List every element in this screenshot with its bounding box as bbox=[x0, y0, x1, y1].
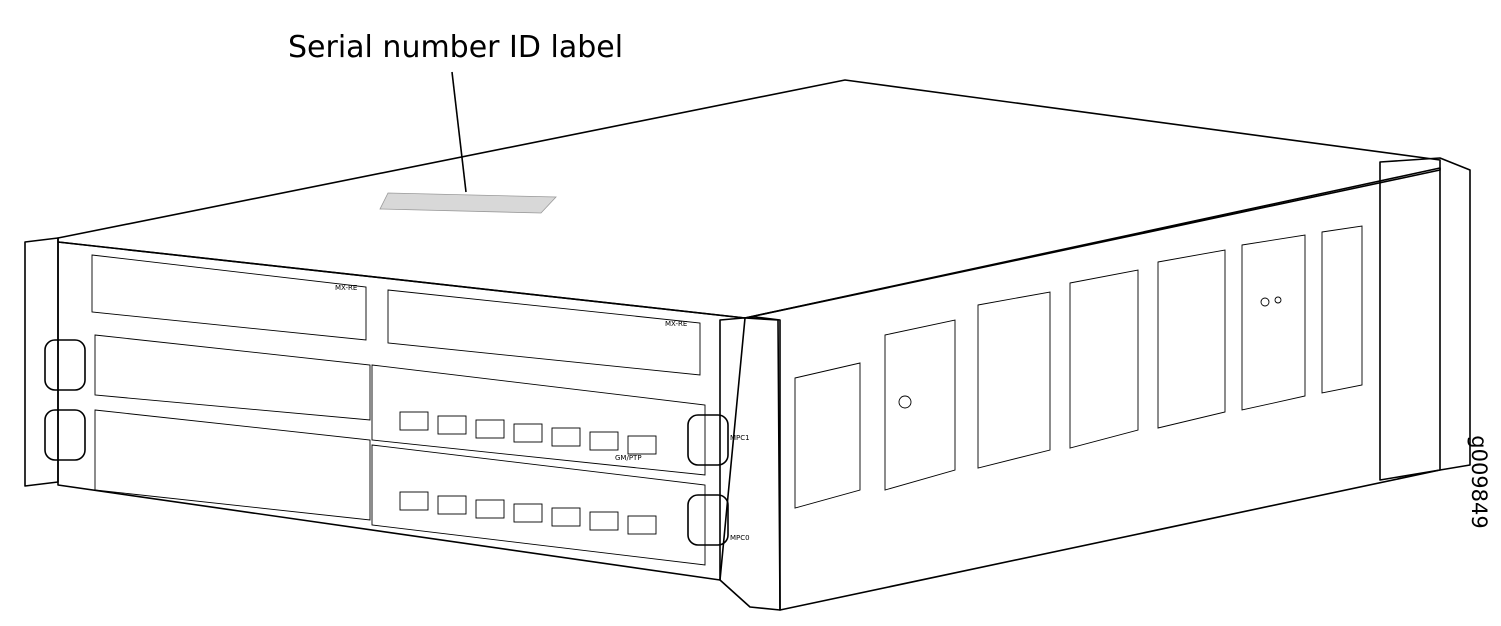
re-label: MX-RE bbox=[335, 284, 357, 292]
figure-id: g009849 bbox=[1466, 435, 1491, 529]
routing-engine-0 bbox=[91, 254, 367, 341]
chassis-top bbox=[57, 79, 1441, 319]
sfp-ports bbox=[399, 411, 657, 535]
side-cutouts bbox=[794, 225, 1363, 509]
mpc0-card bbox=[371, 444, 706, 566]
chassis-front bbox=[57, 241, 746, 581]
chassis-side-panel bbox=[744, 167, 1441, 611]
rear-rack-ear bbox=[1379, 157, 1471, 481]
serial-number-label bbox=[379, 192, 557, 214]
port-label: GM/PTP bbox=[615, 454, 642, 462]
mpc1-label: MPC1 bbox=[730, 434, 750, 442]
ejector-handles bbox=[44, 339, 729, 546]
re-label-2: MX-RE bbox=[665, 320, 687, 328]
callout-label: Serial number ID label bbox=[288, 30, 624, 65]
mpc0-label: MPC0 bbox=[730, 534, 750, 542]
line-card-left-bottom bbox=[94, 409, 371, 521]
mpc1-card bbox=[371, 364, 706, 476]
front-rack-ear-right bbox=[719, 316, 781, 611]
front-rack-ear-left bbox=[24, 237, 59, 487]
routing-engine-1 bbox=[387, 289, 701, 376]
line-card-left-top bbox=[94, 334, 371, 421]
callout-leader-line bbox=[451, 71, 467, 193]
